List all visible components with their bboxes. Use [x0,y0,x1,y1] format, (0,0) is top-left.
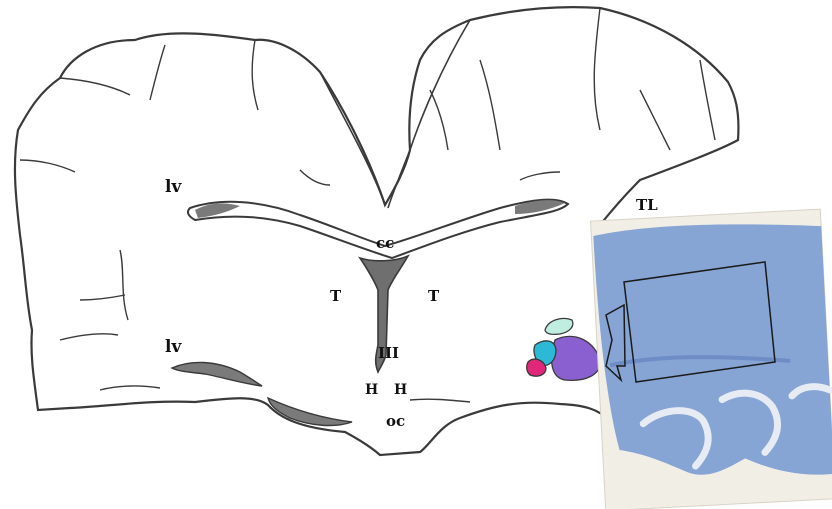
label-t-left: T [330,287,342,305]
label-tl: TL [636,196,658,214]
histology-stain [593,218,832,486]
label-h-right: H [394,382,407,398]
label-oc: oc [386,412,405,430]
label-lv-upper: lv [165,177,182,197]
label-cc: cc [376,234,394,252]
label-third-ventricle: III [378,344,399,362]
label-h-left: H [365,382,378,398]
histology-inset [591,209,832,509]
label-t-right: T [428,287,440,305]
label-lv-lower: lv [165,337,182,357]
